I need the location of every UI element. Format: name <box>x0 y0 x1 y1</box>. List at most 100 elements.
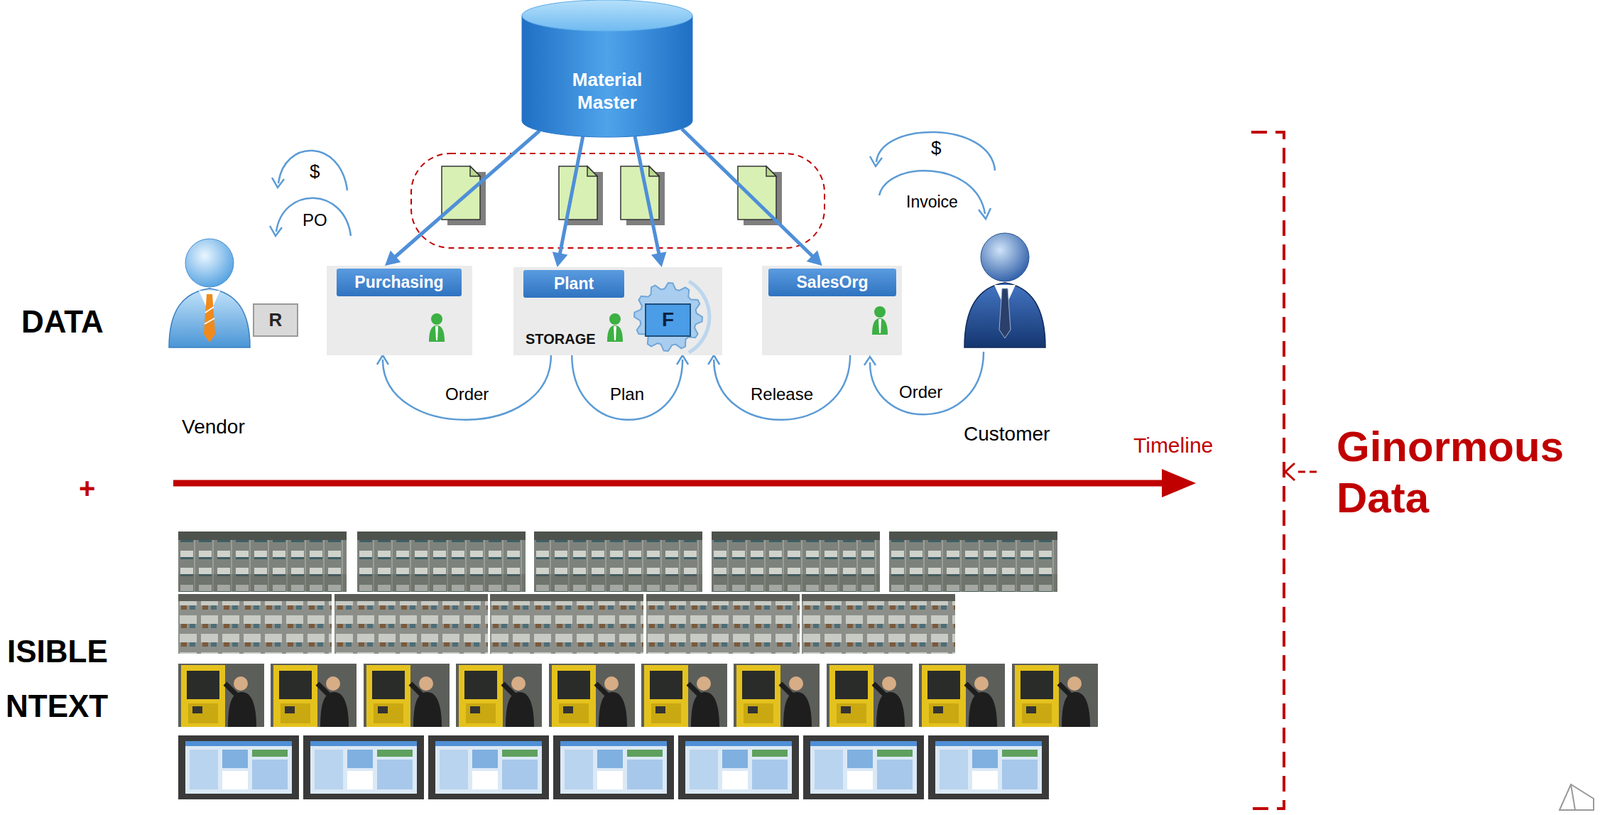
figure-tie <box>203 294 216 343</box>
figure-head <box>980 232 1030 282</box>
person-head <box>874 306 886 318</box>
invoice-flow-arc <box>879 170 985 214</box>
screen-photo <box>428 735 549 799</box>
flow-label: Order <box>899 382 943 403</box>
screen-photo <box>678 735 799 799</box>
plus-sign-slot: + <box>78 470 96 505</box>
connector <box>384 130 540 266</box>
office-photo <box>178 531 347 592</box>
database-cylinder: Material Master <box>520 0 694 139</box>
edge-label-slot: Plan <box>607 384 647 405</box>
org-unit-panel: SalesOrg <box>762 265 902 356</box>
flow-label: $ <box>931 137 941 160</box>
database-label-slot: Material Master <box>520 68 694 114</box>
arrowhead <box>869 156 883 167</box>
connector-line <box>393 130 540 259</box>
person-head <box>431 313 443 325</box>
edge-label: Plan <box>607 384 647 405</box>
screen-photo <box>928 735 1049 799</box>
section-heading-slot: NTEXT <box>5 687 108 726</box>
function-box: F <box>644 303 691 337</box>
person-tie <box>435 325 439 341</box>
section-heading: DATA <box>21 303 104 341</box>
connector <box>552 136 584 268</box>
office-photo <box>711 531 880 592</box>
panel-header-slot: Plant <box>523 269 625 298</box>
connector-line <box>571 355 683 420</box>
cylinder-top <box>521 0 693 32</box>
arrowhead <box>271 177 285 188</box>
document-fold <box>587 166 598 177</box>
connector <box>571 355 689 420</box>
logo-edge <box>1570 784 1576 810</box>
role-box: R <box>252 303 299 337</box>
arrowhead <box>651 251 667 268</box>
arrowhead <box>552 251 569 268</box>
panel-header-slot: SalesOrg <box>768 268 897 297</box>
screen-photo <box>178 735 299 799</box>
machine-photo <box>641 663 728 727</box>
person-body <box>607 325 623 342</box>
panel-header-slot: Purchasing <box>336 268 462 297</box>
document-fold <box>649 166 660 177</box>
document-fold <box>470 166 481 177</box>
timeline-arrow <box>173 480 1165 487</box>
section-heading-slot: DATA <box>21 303 104 341</box>
flow-label-slot: Order <box>899 382 943 403</box>
connector-line <box>559 136 584 256</box>
bracket-notch <box>1285 463 1295 481</box>
callout-text-slot: Ginormous Data <box>1336 421 1578 524</box>
cylinder-body <box>521 15 693 138</box>
section-heading-slot: ISIBLE <box>7 632 108 671</box>
panel-header: Plant <box>523 269 625 298</box>
gear <box>634 282 703 351</box>
logo-mark <box>1559 784 1594 810</box>
connector <box>708 355 851 420</box>
figure-body <box>169 288 250 348</box>
arrowhead <box>384 250 401 266</box>
section-heading: ISIBLE <box>7 632 108 671</box>
connector <box>377 355 552 420</box>
edge-label: Release <box>748 384 816 405</box>
actor-label: Customer <box>963 421 1050 446</box>
actor-label-slot: Customer <box>963 421 1050 446</box>
arrowhead <box>708 355 720 365</box>
customer-figure <box>964 232 1046 348</box>
photo-strip <box>178 531 1058 592</box>
screen-photo <box>803 735 924 799</box>
connector-line <box>382 355 552 420</box>
arrowhead <box>864 356 876 366</box>
box-label-slot: R <box>254 304 297 336</box>
machine-photo <box>733 663 820 727</box>
tie-stripes <box>204 306 215 324</box>
machine-photo <box>178 663 265 727</box>
document-sheet <box>620 166 660 220</box>
bracket-pointer <box>1298 470 1320 473</box>
panel-body-text: STORAGE <box>525 330 596 348</box>
flow-label-slot: Invoice <box>906 192 959 213</box>
machine-photo <box>363 663 450 727</box>
office-photo <box>178 593 332 654</box>
org-unit-panel: PlantSTORAGE F <box>513 267 723 356</box>
arrowhead <box>676 355 689 365</box>
figure-body <box>964 282 1046 348</box>
office-photo <box>357 531 526 592</box>
person-head <box>609 313 621 325</box>
arrowhead <box>978 208 991 219</box>
panel-header: Purchasing <box>336 268 462 297</box>
office-photo <box>646 593 800 654</box>
screen-photo <box>553 735 674 799</box>
photo-strip <box>178 735 1049 799</box>
screen-photo <box>303 735 424 799</box>
plus-sign: + <box>78 470 96 505</box>
person-body <box>428 325 445 342</box>
connector <box>634 136 667 268</box>
flow-label: PO <box>302 210 328 231</box>
person-tie <box>613 325 617 341</box>
arrowhead <box>269 225 282 236</box>
machine-photo <box>455 663 542 727</box>
connector-line <box>681 128 814 258</box>
person-body <box>872 318 888 335</box>
